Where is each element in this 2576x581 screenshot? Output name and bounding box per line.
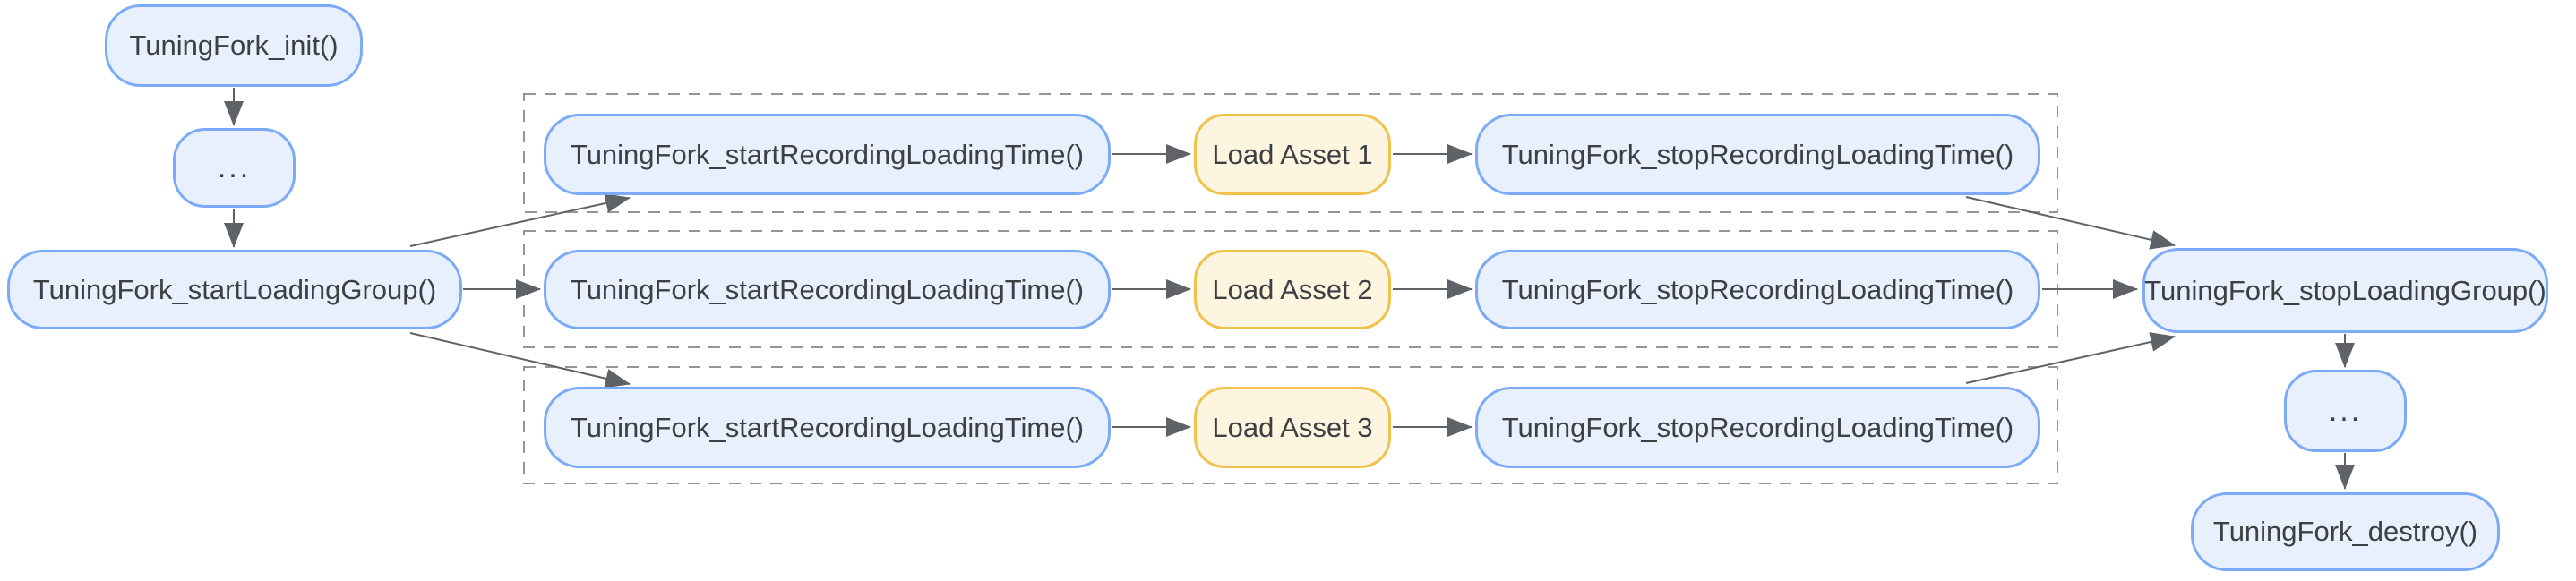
node-load-asset-3: Load Asset 3: [1194, 387, 1391, 468]
arrow-start-group-to-row1: [409, 193, 631, 247]
node-load-asset-1: Load Asset 1: [1194, 114, 1391, 195]
node-stop-loading-group: TuningFork_stopLoadingGroup(): [2142, 248, 2548, 333]
node-start-loading-group: TuningFork_startLoadingGroup(): [7, 250, 462, 329]
node-tuningfork-init: TuningFork_init(): [105, 4, 363, 87]
node-load-asset-2: Load Asset 2: [1194, 250, 1391, 329]
node-ellipsis-after-group: ...: [2284, 370, 2407, 452]
node-tuningfork-destroy: TuningFork_destroy(): [2191, 492, 2500, 571]
arrow-row1-to-stop-group: [1965, 196, 2176, 250]
arrow-row3-to-stop-group: [1965, 332, 2176, 384]
loading-group-outline-3: [523, 366, 2058, 484]
node-stop-recording-row1: TuningFork_stopRecordingLoadingTime(): [1475, 114, 2040, 195]
node-start-recording-row2: TuningFork_startRecordingLoadingTime(): [544, 250, 1111, 329]
arrow-start-group-to-row3: [409, 332, 631, 389]
node-stop-recording-row2: TuningFork_stopRecordingLoadingTime(): [1475, 250, 2040, 329]
node-start-recording-row1: TuningFork_startRecordingLoadingTime(): [544, 114, 1111, 195]
loading-group-outline-1: [523, 93, 2058, 213]
node-start-recording-row3: TuningFork_startRecordingLoadingTime(): [544, 387, 1111, 468]
node-stop-recording-row3: TuningFork_stopRecordingLoadingTime(): [1475, 387, 2040, 468]
node-ellipsis-before-group: ...: [173, 128, 296, 208]
